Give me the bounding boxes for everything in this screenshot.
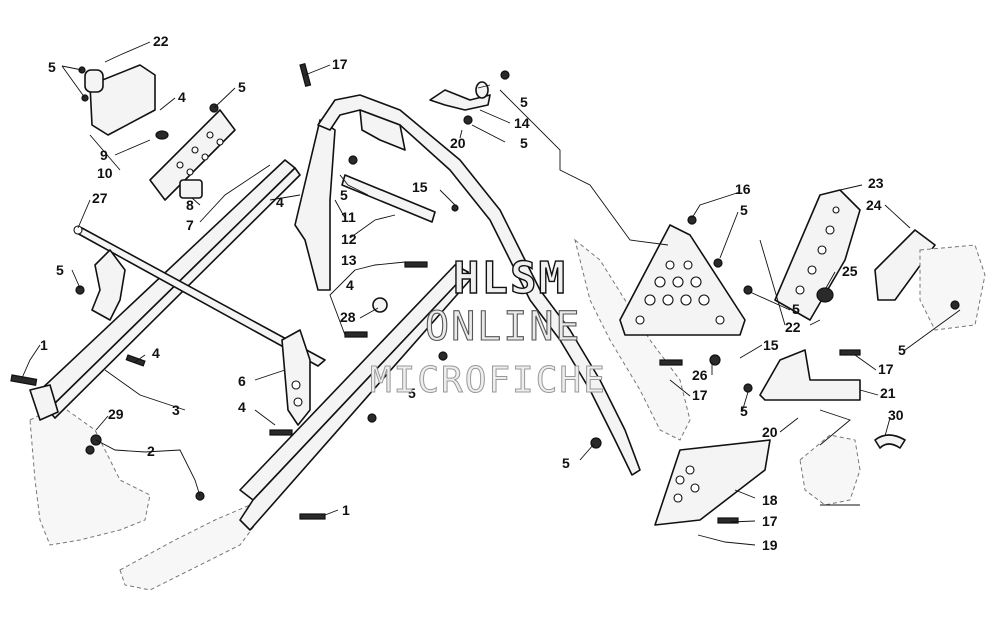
callout-19: 19 <box>762 537 778 553</box>
ecu-box-outline <box>919 244 986 331</box>
callout-2: 2 <box>147 443 155 459</box>
plate-23-holes <box>795 206 840 295</box>
ecu-box-24 <box>874 229 936 301</box>
callout-5: 5 <box>740 403 748 419</box>
panel-16-holes <box>635 260 725 325</box>
chassis-outline-left <box>29 404 151 546</box>
callout-17: 17 <box>762 513 778 529</box>
reservoir-cap <box>84 69 104 93</box>
callout-24: 24 <box>866 197 882 213</box>
watermark-line-3: MICROFICHE <box>370 360 607 401</box>
callout-13: 13 <box>341 252 357 268</box>
pump-assembly <box>799 434 861 506</box>
plate-18-holes <box>673 465 700 503</box>
steering-support-11 <box>294 119 336 291</box>
callout-5: 5 <box>520 94 528 110</box>
callout-5: 5 <box>792 301 800 317</box>
callout-6: 6 <box>238 373 246 389</box>
callout-4: 4 <box>238 399 246 415</box>
clip-30 <box>874 434 906 449</box>
callout-14: 14 <box>514 115 530 131</box>
callout-4: 4 <box>346 277 354 293</box>
callout-23: 23 <box>868 175 884 191</box>
callout-17: 17 <box>692 387 708 403</box>
callout-4: 4 <box>276 194 284 210</box>
callout-numbers: 22 5 4 5 9 10 27 8 7 4 5 1 4 6 3 4 29 2 … <box>40 33 906 553</box>
callout-22: 22 <box>153 33 169 49</box>
callout-5: 5 <box>238 79 246 95</box>
long-side-rail-face <box>239 271 471 531</box>
callout-5: 5 <box>408 385 416 401</box>
callout-20: 20 <box>762 424 778 440</box>
callout-22: 22 <box>785 319 801 335</box>
callout-30: 30 <box>888 407 904 423</box>
gusset-hole <box>293 397 303 407</box>
lower-frame-rail-face <box>47 167 301 419</box>
callout-8: 8 <box>186 197 194 213</box>
callout-29: 29 <box>108 406 124 422</box>
callout-4: 4 <box>152 345 160 361</box>
callout-5: 5 <box>740 202 748 218</box>
callout-15: 15 <box>763 337 779 353</box>
callout-10: 10 <box>97 165 113 181</box>
hook-bracket-14 <box>429 89 491 111</box>
callout-5: 5 <box>340 187 348 203</box>
plate-18 <box>654 439 771 526</box>
callout-12: 12 <box>341 231 357 247</box>
spacer-5 <box>475 81 489 99</box>
callout-1: 1 <box>40 337 48 353</box>
callout-18: 18 <box>762 492 778 508</box>
callout-5: 5 <box>898 342 906 358</box>
right-gusset-6 <box>281 329 311 426</box>
watermark-line-2: ONLINE <box>425 304 582 350</box>
callout-5: 5 <box>56 262 64 278</box>
callout-11: 11 <box>341 209 356 225</box>
callout-3: 3 <box>172 402 180 418</box>
watermark: HLSM ONLINE MICROFICHE <box>370 252 607 401</box>
callout-26: 26 <box>692 367 708 383</box>
callout-5: 5 <box>520 135 528 151</box>
grommet-9 <box>155 130 169 140</box>
callout-1: 1 <box>342 502 350 518</box>
callout-25: 25 <box>842 263 858 279</box>
bracket-12 <box>341 174 436 223</box>
callout-17: 17 <box>878 361 894 377</box>
callout-28: 28 <box>340 309 356 325</box>
callout-15: 15 <box>412 179 428 195</box>
bracket-21 <box>759 349 861 401</box>
fastener-set <box>10 62 960 524</box>
leader-lines <box>21 41 961 546</box>
relay-8 <box>179 179 203 199</box>
cross-tube-end <box>73 225 83 235</box>
callout-7: 7 <box>186 217 194 233</box>
callout-21: 21 <box>880 385 896 401</box>
callout-16: 16 <box>735 181 751 197</box>
chassis-outline-right <box>574 238 691 441</box>
rail-end-cap <box>29 384 59 421</box>
mount-plate-7 <box>149 109 236 201</box>
callout-20: 20 <box>450 135 466 151</box>
left-gusset <box>91 249 126 321</box>
callout-27: 27 <box>92 190 108 206</box>
gusset-hole <box>291 380 301 390</box>
callout-4: 4 <box>178 89 186 105</box>
upper-hoop-inner <box>359 109 406 151</box>
plate-7-holes <box>176 131 224 176</box>
watermark-line-1: HLSM <box>453 253 567 304</box>
chassis-outline-bottom <box>119 504 256 591</box>
spacer-25 <box>816 287 834 303</box>
plate-23 <box>774 189 861 321</box>
callout-9: 9 <box>100 147 108 163</box>
callout-5: 5 <box>562 455 570 471</box>
callout-17: 17 <box>332 56 348 72</box>
coolant-reservoir <box>89 64 156 136</box>
callout-5: 5 <box>48 59 56 75</box>
